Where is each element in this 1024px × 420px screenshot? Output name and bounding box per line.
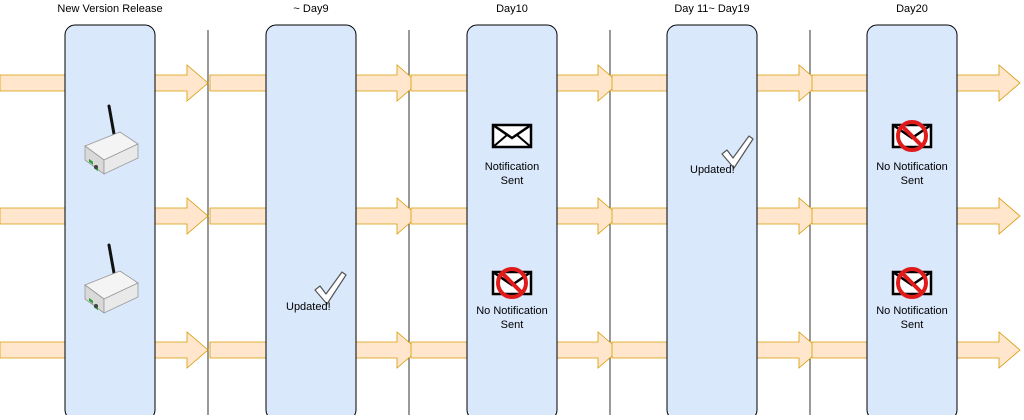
column-title: ~ Day9 [293, 3, 329, 15]
checkmark-icon [721, 135, 754, 169]
column-panel [866, 24, 958, 420]
notification-label: No Notification Sent [476, 304, 548, 332]
notification-label-line2: Sent [900, 319, 924, 331]
updated-label: Updated! [286, 301, 331, 313]
notification-label-line1: No Notification [476, 305, 548, 317]
column-panel [64, 24, 156, 420]
envelope-icon [491, 123, 533, 149]
notification-label-line1: Notification [484, 161, 540, 173]
notification-label-line1: No Notification [876, 161, 948, 173]
notification-label: No Notification Sent [876, 160, 948, 188]
router-icon [84, 104, 139, 175]
notification-label-line2: Sent [500, 319, 524, 331]
column-title: New Version Release [57, 3, 163, 15]
notification-label-line2: Sent [500, 175, 524, 187]
no-envelope-icon [491, 267, 533, 299]
column-panel [265, 24, 357, 420]
notification-label-line1: No Notification [876, 305, 948, 317]
notification-label: Notification Sent [485, 160, 539, 188]
no-envelope-icon [891, 120, 933, 152]
router-icon [84, 243, 139, 314]
updated-label: Updated! [690, 164, 735, 176]
no-envelope-icon [891, 267, 933, 299]
column-title: Day20 [896, 3, 928, 15]
column-title: Day 11~ Day19 [674, 3, 750, 15]
notification-label-line2: Sent [900, 175, 924, 187]
checkmark-icon [314, 271, 347, 305]
column-panel [466, 24, 558, 420]
column-panel [666, 24, 758, 420]
notification-label: No Notification Sent [876, 304, 948, 332]
column-title: Day10 [496, 3, 528, 15]
